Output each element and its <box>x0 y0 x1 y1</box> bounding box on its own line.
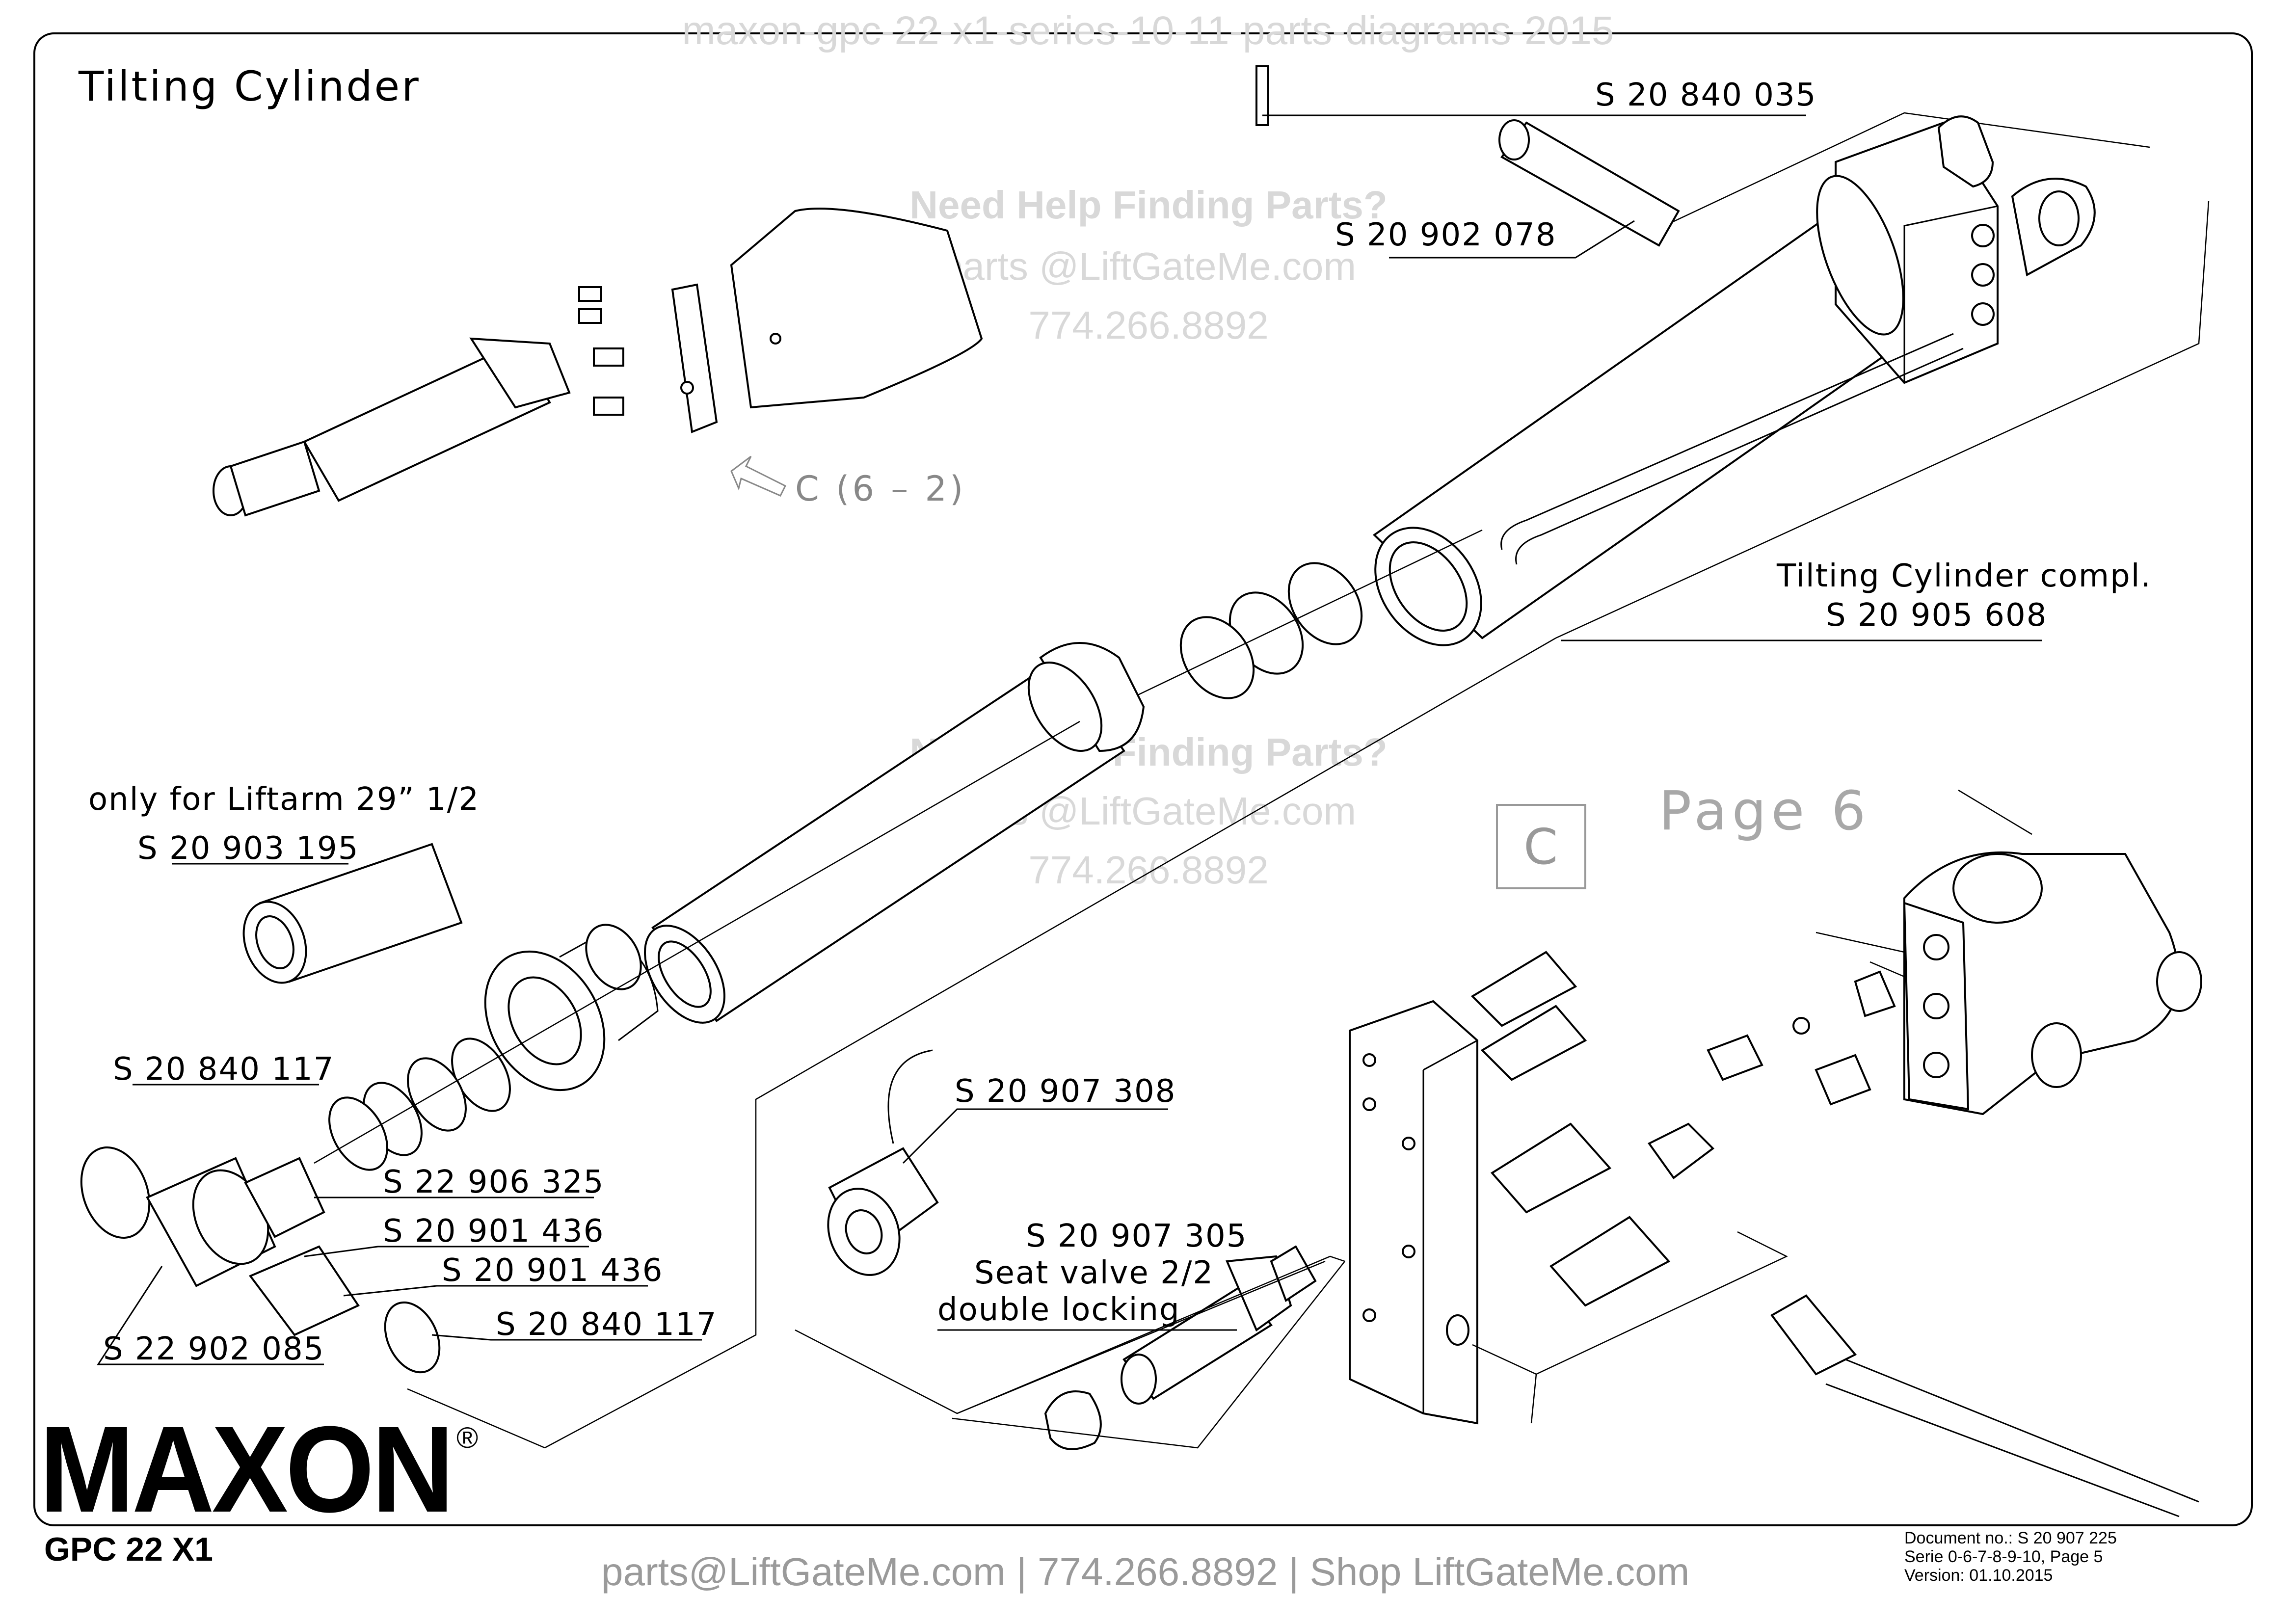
label-liftarm-note: only for Liftarm 29” 1/2 <box>88 781 480 818</box>
document-number: Document no.: S 20 907 225 <box>1904 1529 2117 1547</box>
label-pin-top: S 20 840 035 <box>1595 77 1816 113</box>
label-solenoid: S 20 907 308 <box>955 1073 1176 1110</box>
watermark-help: Need Help Finding Parts? <box>909 183 1387 227</box>
right-clevis-drawing <box>1815 789 2202 1116</box>
valve-block-drawing <box>1349 1000 1478 1425</box>
label-seat-valve-part: S 20 907 305 <box>1026 1218 1247 1254</box>
diagram-title: Tilting Cylinder <box>78 62 421 110</box>
brand-model: GPC 22 X1 <box>44 1531 213 1568</box>
watermark-phone: 774.266.8892 <box>1028 303 1268 347</box>
adapter-drawing <box>242 843 463 984</box>
fittings-drawing <box>1470 951 2199 1517</box>
brand-logo: MAXON <box>39 1401 452 1538</box>
label-seat-valve-desc: double locking <box>937 1292 1180 1328</box>
label-cylinder-compl-title: Tilting Cylinder compl. <box>1776 558 2152 594</box>
label-pin-shaft: S 20 902 078 <box>1335 217 1556 253</box>
solenoid-drawing <box>827 1049 939 1276</box>
label-adapter: S 20 903 195 <box>137 830 359 867</box>
leader-solenoid <box>902 1108 1168 1164</box>
valve-bracket-outline <box>795 1255 1345 1414</box>
label-cylinder-compl-part: S 20 905 608 <box>1826 597 2047 634</box>
leader-elbow <box>97 1266 324 1365</box>
help-watermark-upper: Need Help Finding Parts? parts @LiftGate… <box>909 183 1387 347</box>
cylinder-assembly-drawing <box>314 112 2210 1449</box>
label-sleeve-b: S 20 901 436 <box>442 1252 663 1289</box>
brand-registered-mark: ® <box>456 1421 478 1454</box>
valve-block-bracket <box>1472 1231 1788 1375</box>
watermark-filename: maxon-gpc-22-x1-series-10-11-parts-diagr… <box>682 8 1614 53</box>
page-ref-letter: C <box>1523 818 1559 876</box>
label-oring-top: S 20 840 117 <box>113 1051 334 1088</box>
leader-oring-bottom <box>431 1334 702 1341</box>
watermark-phone: 774.266.8892 <box>1028 848 1268 892</box>
leader-sleeve-a <box>304 1246 589 1257</box>
page-ref-box <box>1496 804 1586 889</box>
label-elbow: S 22 902 085 <box>103 1331 324 1367</box>
document-serie: Serie 0-6-7-8-9-10, Page 5 <box>1904 1547 2103 1566</box>
document-version: Version: 01.10.2015 <box>1904 1566 2053 1585</box>
footer-contact: parts@LiftGateMe.com | 774.266.8892 | Sh… <box>601 1550 1689 1594</box>
overview-drawing <box>213 208 983 517</box>
elbow-drawing <box>80 1146 441 1374</box>
leader-sleeve-b <box>343 1285 648 1297</box>
watermark-email: parts @LiftGateMe.com <box>941 244 1356 288</box>
label-seat-valve-name: Seat valve 2/2 <box>974 1255 1214 1291</box>
leader-pin-shaft <box>1389 220 1635 259</box>
label-oring-bottom: S 20 840 117 <box>496 1306 717 1343</box>
seat-valve-drawing <box>1044 1245 1317 1450</box>
label-fitting: S 22 906 325 <box>383 1164 604 1200</box>
view-arrow-label: C (6 – 2) <box>795 469 966 509</box>
drawing-frame <box>33 32 2253 1526</box>
label-sleeve-a: S 20 901 436 <box>383 1213 604 1250</box>
page-ref-label: Page 6 <box>1659 779 1870 842</box>
